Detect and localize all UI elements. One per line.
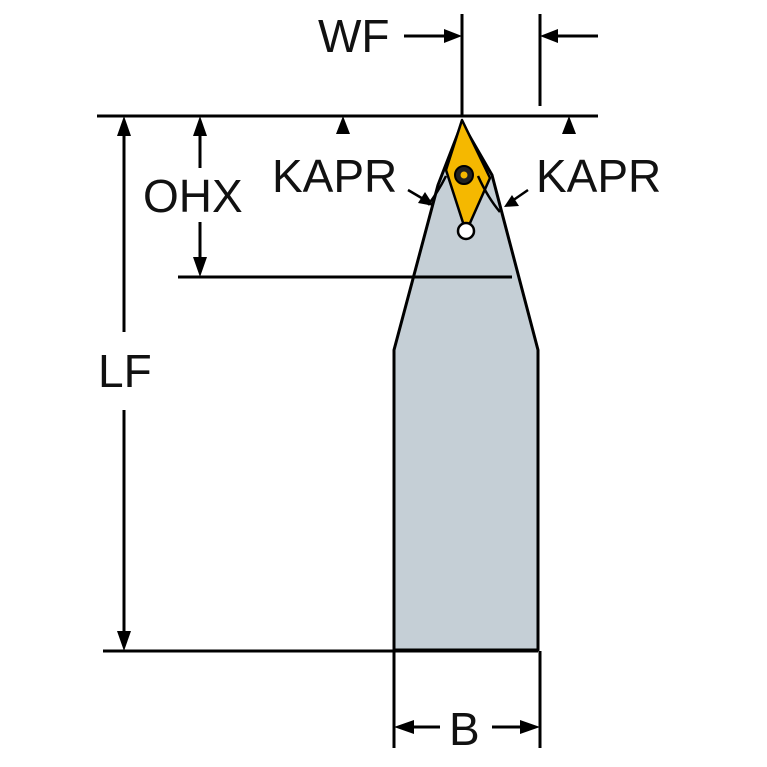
label-kapr-left: KAPR bbox=[272, 150, 397, 202]
kapr-left-arrowhead bbox=[418, 192, 434, 206]
clamp-hole bbox=[456, 221, 476, 241]
label-lf: LF bbox=[98, 345, 152, 397]
label-kapr-right: KAPR bbox=[536, 150, 661, 202]
wf-arrowhead-right bbox=[540, 29, 558, 43]
b-arrowhead-right bbox=[520, 720, 540, 734]
label-wf: WF bbox=[318, 10, 390, 62]
kapr-right-arc bbox=[476, 175, 501, 213]
lf-arrowhead-top bbox=[117, 116, 131, 136]
insert-screw-center bbox=[460, 171, 468, 179]
ohx-arrowhead-bottom bbox=[193, 257, 207, 277]
kapr-left-marker bbox=[336, 116, 350, 134]
b-arrowhead-left bbox=[394, 720, 414, 734]
wf-arrowhead-left bbox=[444, 29, 462, 43]
kapr-right-marker bbox=[562, 116, 576, 134]
kapr-right-arrow-shaft bbox=[511, 188, 529, 203]
label-ohx: OHX bbox=[143, 170, 243, 222]
kapr-right-arrowhead bbox=[504, 195, 519, 207]
ohx-arrowhead-top bbox=[193, 116, 207, 136]
lf-arrowhead-bottom bbox=[117, 631, 131, 651]
label-b: B bbox=[449, 703, 480, 755]
